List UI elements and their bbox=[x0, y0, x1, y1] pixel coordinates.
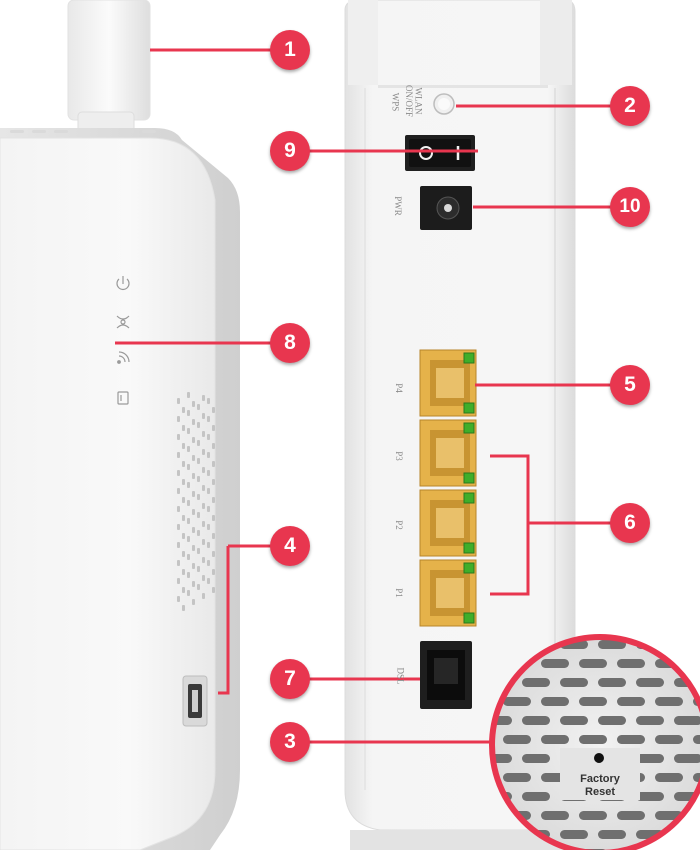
antenna bbox=[67, 0, 151, 137]
factory-reset-label: Factory Reset bbox=[540, 773, 660, 799]
leader-lines bbox=[115, 48, 612, 744]
label-dsl: DSL bbox=[395, 667, 406, 685]
lan-port bbox=[419, 349, 477, 417]
callout-4: 4 bbox=[270, 526, 310, 566]
wifi-icon bbox=[117, 351, 130, 364]
power-jack bbox=[420, 186, 472, 230]
label-p2: P2 bbox=[393, 520, 404, 530]
callout-5: 5 bbox=[610, 365, 650, 405]
label-on-off: ON/OFF bbox=[404, 84, 415, 118]
power-icon bbox=[116, 276, 130, 290]
label-p4: P4 bbox=[393, 383, 404, 393]
label-wps: WPS bbox=[390, 92, 401, 112]
callout-2: 2 bbox=[610, 86, 650, 126]
callout-8: 8 bbox=[270, 323, 310, 363]
callout-6: 6 bbox=[610, 503, 650, 543]
callout-7: 7 bbox=[270, 659, 310, 699]
phone-icon bbox=[117, 391, 129, 405]
status-icons bbox=[116, 276, 130, 405]
callout-3: 3 bbox=[270, 722, 310, 762]
usb-port bbox=[182, 675, 208, 727]
wps-button bbox=[433, 93, 455, 115]
callout-9: 9 bbox=[270, 131, 310, 171]
factory-reset-line1: Factory bbox=[580, 773, 620, 785]
lan-ports bbox=[419, 349, 477, 627]
callout-10: 10 bbox=[610, 187, 650, 227]
factory-reset-line2: Reset bbox=[585, 786, 615, 798]
internet-icon bbox=[116, 315, 130, 329]
label-pwr: PWR bbox=[392, 196, 403, 216]
label-wlan: WLAN bbox=[413, 87, 424, 115]
front-router bbox=[0, 0, 240, 850]
lan-port bbox=[419, 419, 477, 487]
side-vent-grille bbox=[177, 392, 215, 611]
reset-pinhole bbox=[594, 753, 604, 763]
callout-1: 1 bbox=[270, 30, 310, 70]
lan-port bbox=[419, 559, 477, 627]
label-p3: P3 bbox=[393, 451, 404, 461]
dsl-port bbox=[420, 641, 472, 709]
wlan-switch bbox=[405, 135, 475, 171]
lan-port bbox=[419, 489, 477, 557]
label-p1: P1 bbox=[393, 588, 404, 598]
